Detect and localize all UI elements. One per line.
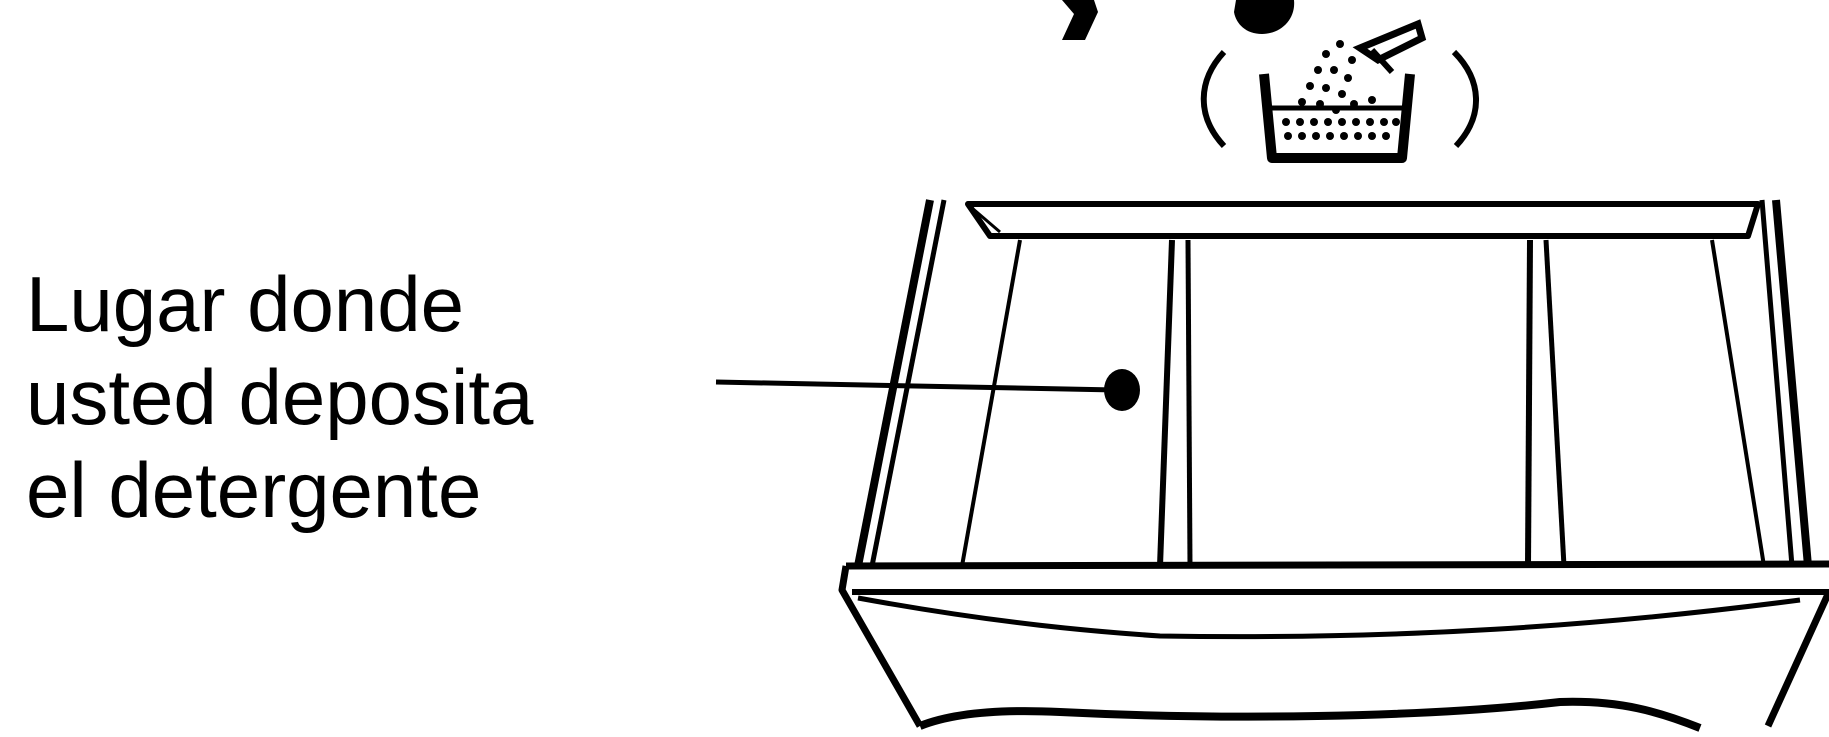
callout-leader-line bbox=[715, 369, 1140, 411]
label-line-1: Lugar donde bbox=[26, 260, 465, 348]
detergent-drawer bbox=[838, 199, 1829, 732]
label-line-3: el detergente bbox=[26, 446, 482, 534]
detergent-placement-label: Lugar donde usted deposita el detergente bbox=[26, 258, 533, 537]
label-line-2: usted deposita bbox=[26, 353, 534, 441]
cropped-heading-fragment bbox=[1062, 0, 1295, 40]
detergent-scoop-icon bbox=[1200, 19, 1479, 163]
